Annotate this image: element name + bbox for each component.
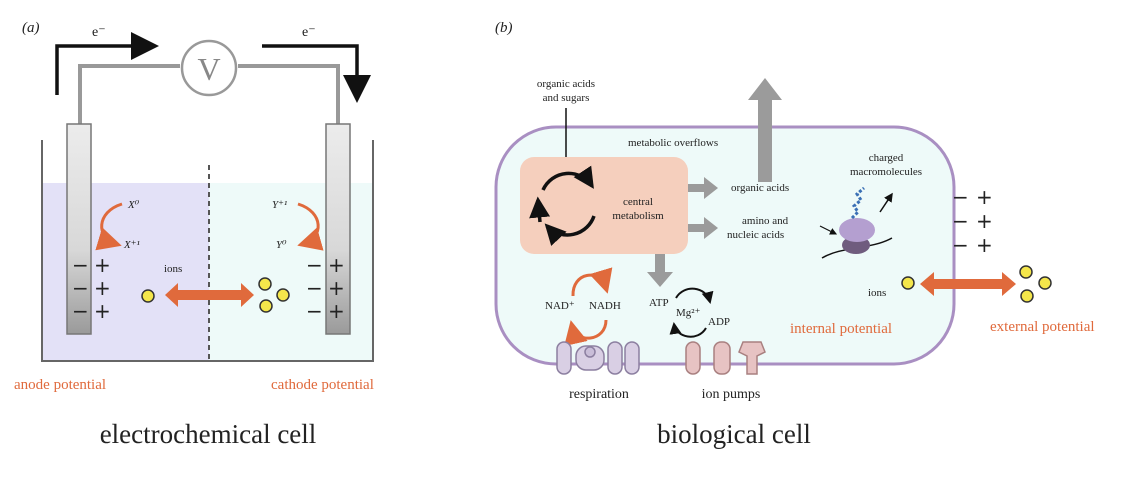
- panel-b: (b) metabolic overflows organic acids an…: [494, 20, 1095, 449]
- ions-label-a: ions: [164, 263, 182, 275]
- membrane-minus-3: −: [952, 233, 969, 257]
- metabolic-overflow-arrow: [748, 78, 782, 182]
- ribosome-large-subunit: [839, 218, 875, 242]
- membrane-plus-1: +: [976, 185, 993, 209]
- ion-dot: [1038, 276, 1052, 290]
- cathode-minus-2: −: [306, 276, 323, 300]
- cathode-plus-3: +: [328, 299, 345, 323]
- cathode-electrode: [325, 123, 351, 335]
- anode-oxidation-arrow: [95, 202, 123, 251]
- ion-exchange-arrow-b: [920, 272, 1016, 296]
- cathode-plus-2: +: [328, 276, 345, 300]
- membrane-minus-1: −: [952, 185, 969, 209]
- ion-dot: [276, 288, 290, 302]
- ion-dot: [141, 289, 155, 303]
- membrane-plus-3: +: [976, 233, 993, 257]
- panel-a: (a) V e⁻ e⁻ − − − + + + −: [14, 20, 374, 449]
- anode-plus-2: +: [94, 276, 111, 300]
- electron-label-left: e⁻: [92, 25, 106, 40]
- ion-dot: [1020, 289, 1034, 303]
- nadh-label: NADH: [589, 300, 621, 312]
- cathode-wire: [238, 64, 340, 124]
- x0-label: X⁰: [127, 199, 140, 211]
- atp-synthesis-arrow: [669, 322, 707, 338]
- charged-macromolecules-arrow: [879, 192, 893, 213]
- cathode-potential-label: cathode potential: [271, 377, 374, 393]
- synthesis-arrow: [819, 225, 838, 235]
- nad-label: NAD⁺: [545, 300, 575, 312]
- adp-label: ADP: [708, 316, 730, 328]
- cathode-reduction-arrow: [297, 202, 324, 251]
- external-potential-label: external potential: [990, 319, 1095, 335]
- anode-potential-label: anode potential: [14, 377, 106, 393]
- energy-arrow: [647, 254, 673, 287]
- central-metabolism-box: [520, 157, 688, 254]
- ion-exchange-arrow-a: [165, 283, 254, 307]
- atp-label: ATP: [649, 297, 669, 309]
- y0-label: Y⁰: [276, 239, 287, 251]
- input-label-line2: and sugars: [543, 92, 590, 104]
- cathode-charges: − − − + + +: [306, 253, 345, 323]
- electron-flow-arrow-left: [55, 32, 159, 95]
- electron-label-right: e⁻: [302, 25, 316, 40]
- electron-flow-arrow-right: [262, 44, 371, 103]
- anode-minus-3: −: [72, 299, 89, 323]
- charged-label-line2: macromolecules: [850, 166, 922, 178]
- peptide-chain: [850, 186, 865, 220]
- beaker: [41, 140, 374, 362]
- y1-label: Y⁺¹: [272, 199, 287, 211]
- ion-dot: [258, 277, 272, 291]
- respiration-complexes-icon: [556, 341, 640, 375]
- input-label-line1: organic acids: [537, 78, 595, 90]
- nadh-oxidation-arrow: [564, 319, 608, 347]
- membrane-charges: − − − + + +: [952, 185, 993, 257]
- anode-charges: − − − + + +: [72, 253, 111, 323]
- amino-label-line1: amino and: [742, 215, 789, 227]
- anode-minus-2: −: [72, 276, 89, 300]
- ion-dot: [259, 299, 273, 313]
- panel-a-label: (a): [22, 20, 40, 36]
- metabolic-overflows-label: metabolic overflows: [628, 137, 718, 149]
- organic-acids-arrow: [688, 177, 718, 199]
- ions-label-b: ions: [868, 287, 886, 299]
- ion-dot: [1019, 265, 1033, 279]
- organic-acids-label: organic acids: [731, 182, 789, 194]
- biological-cell-caption: biological cell: [657, 419, 811, 449]
- amino-label-line2: nucleic acids: [727, 229, 784, 241]
- anode-plus-3: +: [94, 299, 111, 323]
- internal-potential-label: internal potential: [790, 321, 892, 337]
- cathode-plus-1: +: [328, 253, 345, 277]
- voltmeter: [180, 39, 238, 97]
- ion-pumps-icon: [685, 341, 766, 375]
- central-metabolism-line1: central: [623, 196, 653, 208]
- membrane-plus-2: +: [976, 209, 993, 233]
- metabolism-cycle-icon: [529, 165, 596, 246]
- panel-b-label: (b): [495, 20, 513, 36]
- voltmeter-label: V: [197, 51, 220, 87]
- anode-wire: [78, 64, 180, 124]
- amino-acids-arrow: [688, 217, 718, 239]
- cathode-minus-3: −: [306, 299, 323, 323]
- mg-label: Mg²⁺: [676, 307, 701, 319]
- cathode-minus-1: −: [306, 253, 323, 277]
- ion-pumps-label: ion pumps: [702, 387, 761, 402]
- x1-label: X⁺¹: [123, 239, 140, 251]
- anode-plus-1: +: [94, 253, 111, 277]
- respiration-label: respiration: [569, 387, 629, 402]
- membrane-minus-2: −: [952, 209, 969, 233]
- electrochemical-cell-caption: electrochemical cell: [100, 419, 317, 449]
- ion-dot: [901, 276, 915, 290]
- nad-reduction-arrow: [571, 267, 613, 297]
- atp-hydrolysis-arrow: [675, 287, 714, 304]
- charged-label-line1: charged: [869, 152, 904, 164]
- anode-minus-1: −: [72, 253, 89, 277]
- central-metabolism-line2: metabolism: [612, 210, 664, 222]
- anode-electrode: [66, 123, 92, 335]
